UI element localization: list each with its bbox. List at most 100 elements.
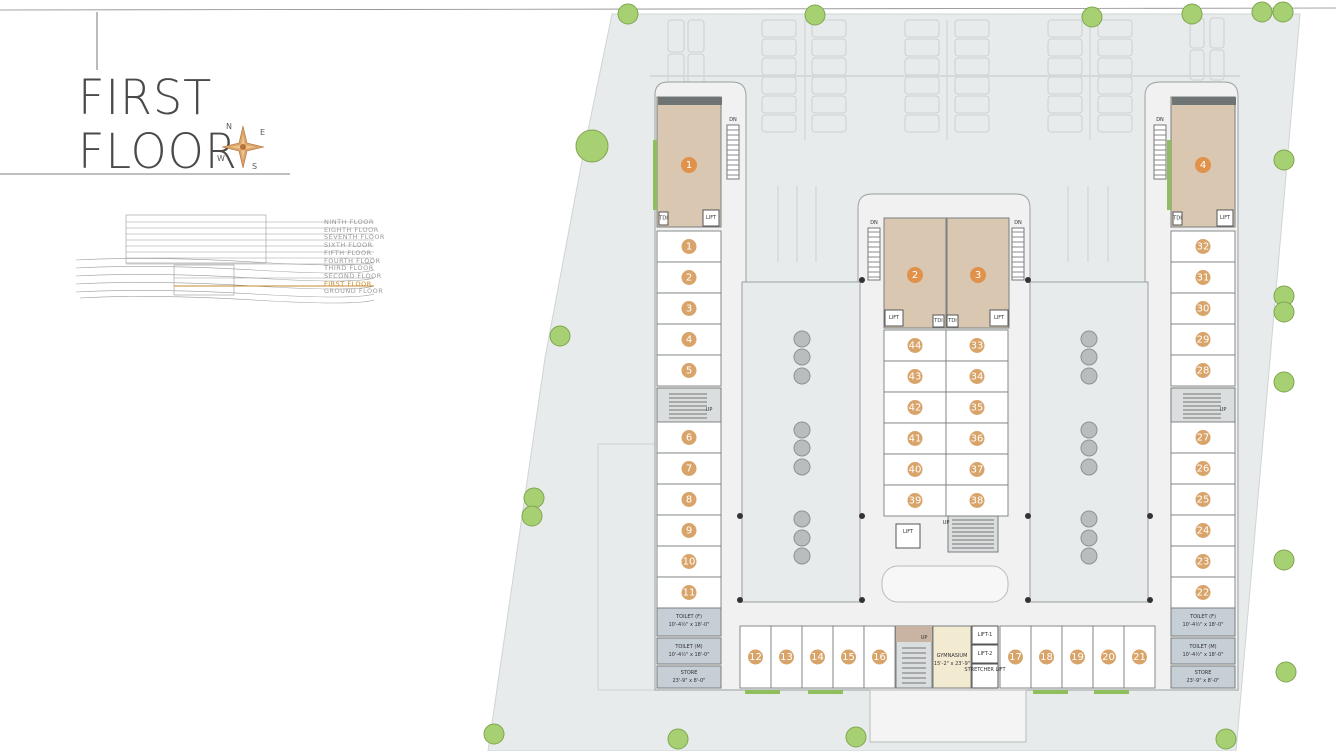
toilet-f [1170, 607, 1236, 637]
unit-marker [969, 369, 985, 384]
tdi-label: TDI [947, 318, 956, 324]
unit-marker [1008, 649, 1023, 665]
parking-stall [1209, 17, 1225, 49]
courtyard-tree-icon [793, 547, 811, 565]
unit-marker [907, 493, 923, 508]
wall-band [658, 97, 722, 105]
site-tree-icon [1081, 6, 1103, 28]
unit-number: 11 [683, 588, 696, 599]
unit-number: 33 [971, 341, 984, 352]
tdi-label: TDI [1172, 216, 1181, 222]
parking-stall [1097, 19, 1133, 38]
stair-down [726, 124, 740, 180]
courtyard-tree-icon [1080, 421, 1098, 439]
courtyard-tree-icon [793, 421, 811, 439]
unit-marker [1195, 554, 1211, 569]
courtyard-tree-icon [793, 348, 811, 366]
unit-number: 2 [686, 273, 692, 284]
gym-size: 15'-2" x 23'-9" [934, 661, 970, 667]
parking-stall [904, 19, 940, 38]
planter [1167, 140, 1171, 210]
title-block: FIRST FLOOR N E W S [0, 0, 290, 180]
column [1147, 597, 1153, 603]
unit-marker [1195, 523, 1211, 538]
unit-marker [681, 363, 697, 378]
unit-number: 6 [686, 433, 692, 444]
unit-number: 17 [1009, 652, 1022, 663]
unit-marker [969, 338, 985, 353]
column [859, 597, 865, 603]
toilet-f-label: TOILET (F) [1189, 614, 1216, 620]
unit-number: 18 [1040, 652, 1053, 663]
parking-stall [954, 38, 990, 57]
unit-number: 3 [686, 304, 692, 315]
unit-number: 4 [686, 335, 692, 346]
dn-label: DN [870, 220, 878, 226]
column [1147, 513, 1153, 519]
store-label: STORE [681, 670, 698, 676]
unit-marker [1132, 649, 1147, 665]
unit-number: 34 [971, 372, 984, 383]
parking-stall [1047, 19, 1083, 38]
toilet-f [656, 607, 722, 637]
top-road-line [0, 7, 1336, 11]
unit-marker [969, 493, 985, 508]
lift-label: LIFT [994, 315, 1005, 321]
parking-stall [1097, 95, 1133, 114]
unit-marker [681, 332, 697, 347]
gym-label: GYMNASIUM [937, 653, 968, 659]
parking-stall [1097, 114, 1133, 133]
unit-number: 27 [1197, 433, 1210, 444]
parking-stall [904, 95, 940, 114]
floor-label: THIRD FLOOR [324, 264, 374, 273]
compass-s: S [252, 162, 258, 171]
unit-number: 25 [1197, 495, 1210, 506]
site-tree-icon [1273, 301, 1295, 323]
floor-label: NINTH FLOOR [324, 218, 374, 226]
parking-stall [904, 38, 940, 57]
parking-stall [811, 38, 847, 57]
unit-cell [999, 625, 1032, 689]
site-tree-icon [483, 723, 505, 745]
unit-marker [681, 554, 697, 569]
lift-label: LIFT [903, 529, 914, 535]
parking-stall [1097, 38, 1133, 57]
dn-label: DN [1014, 220, 1022, 226]
parking-stall [1209, 49, 1225, 81]
courtyard-tree-icon [1080, 529, 1098, 547]
unit-number: 43 [909, 372, 922, 383]
unit-number: 1 [686, 242, 692, 253]
floor-label: EIGHTH FLOOR [324, 225, 379, 234]
unit-marker [681, 523, 697, 538]
parking-stall [1047, 95, 1083, 114]
courtyard-tree-icon [793, 330, 811, 348]
parking-stall [811, 19, 847, 38]
tdi-box [946, 314, 959, 328]
unit-marker [810, 649, 825, 665]
unit-marker [681, 461, 697, 476]
toilet-m-label: TOILET (M) [1188, 644, 1216, 650]
unit-number: 22 [1197, 588, 1210, 599]
lift-box [702, 209, 720, 227]
site-tree-icon [1251, 1, 1273, 23]
courtyard-tree-icon [1080, 348, 1098, 366]
site-tree-icon [617, 3, 639, 25]
unit-number: 19 [1071, 652, 1084, 663]
site-tree-icon [523, 487, 545, 509]
courtyard-tree-icon [793, 529, 811, 547]
tdi-label: TDI [658, 216, 667, 222]
title-frame-lines [0, 12, 290, 175]
parking-stall [1189, 49, 1205, 81]
unit-cell [656, 261, 722, 294]
unit-number: 39 [909, 496, 922, 507]
unit-number: 10 [683, 557, 696, 568]
unit-number: 26 [1197, 464, 1210, 475]
floor-label: GROUND FLOOR [324, 287, 384, 296]
column [859, 513, 865, 519]
unit-marker [907, 338, 923, 353]
planter [653, 140, 657, 210]
unit-number: 5 [686, 366, 692, 377]
parking-stall [761, 38, 797, 57]
planter [1094, 690, 1129, 694]
